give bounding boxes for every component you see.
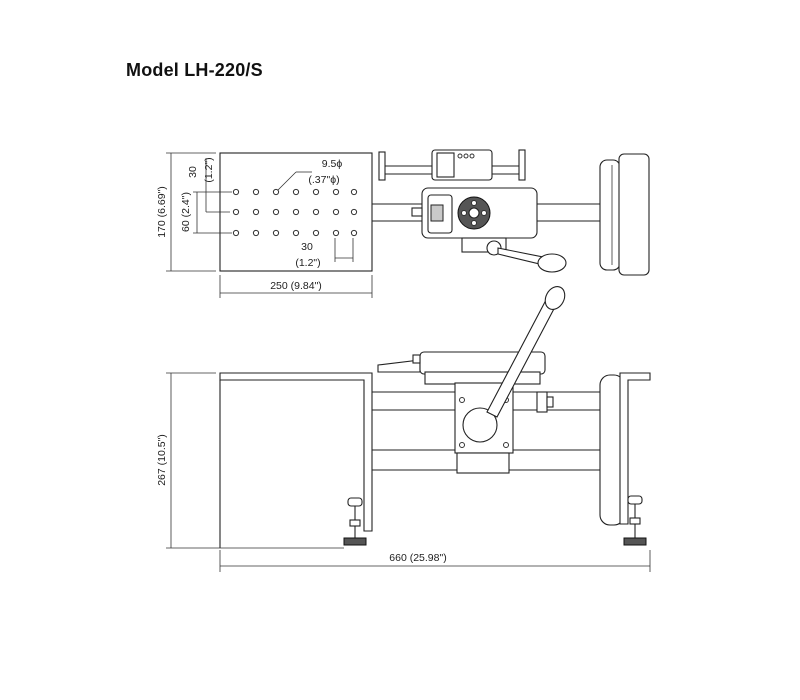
slider-screw (503, 442, 509, 448)
mounting-hole (272, 229, 280, 237)
mounting-hole (252, 208, 260, 216)
guide-end-right (518, 149, 526, 181)
end-stop-housing (618, 153, 650, 276)
guide-end-left (378, 151, 386, 181)
mounting-hole-pattern (232, 188, 358, 237)
mounting-hole (272, 208, 280, 216)
gauge-display (430, 204, 444, 222)
dim-plate-depth: 170 (6.69") (156, 186, 168, 238)
clamp-pad (623, 537, 647, 546)
mounting-hole (350, 188, 358, 196)
mounting-hole (232, 188, 240, 196)
clamp-pad (343, 537, 367, 546)
clamp-knob (347, 497, 363, 507)
gauge-probe (411, 207, 423, 217)
clamp-left (343, 497, 367, 546)
side-gauge-probe (412, 354, 421, 364)
dim-pitch-h-in: (1.2") (295, 257, 320, 269)
clamp-nut (349, 519, 361, 527)
side-bracket (219, 372, 373, 532)
hole-leader (277, 171, 297, 191)
clamp-nut (629, 517, 641, 525)
top-view: 250 (9.84") 170 (6.69") 60 (2.4") 30 (1.… (156, 149, 650, 298)
lever-knob-top (537, 253, 567, 273)
dim-pitch-v-in: (1.2") (203, 157, 215, 182)
model-title: Model LH-220/S (126, 60, 263, 80)
mounting-hole (350, 208, 358, 216)
gauge-dial-center (468, 207, 480, 219)
mounting-hole (232, 229, 240, 237)
slider-screw (459, 397, 465, 403)
side-view: 267 (10.5") 660 (25.98") (156, 286, 651, 572)
slider-screw (459, 442, 465, 448)
dim-hole-dia-mm: 9.5ϕ (322, 158, 343, 170)
mounting-hole (292, 188, 300, 196)
dim-row-span: 60 (2.4") (180, 192, 192, 232)
dim-length: 660 (25.98") (389, 552, 446, 564)
mounting-hole (332, 208, 340, 216)
gauge-display-top (436, 152, 455, 178)
dim-plate-width: 250 (9.84") (270, 280, 322, 292)
slider-lower (456, 452, 510, 474)
mounting-hole (292, 208, 300, 216)
gauge-button (457, 153, 463, 159)
mounting-hole (312, 208, 320, 216)
end-stop-outer (599, 159, 621, 271)
mounting-hole (332, 229, 340, 237)
side-collar-cap (546, 396, 554, 408)
dim-pitch-h-mm: 30 (301, 241, 313, 253)
dim-hole-dia-in: (.37"ϕ) (308, 174, 339, 186)
dial-key (461, 210, 467, 216)
mounting-hole (312, 188, 320, 196)
side-end-bracket (619, 372, 651, 525)
mounting-hole (252, 188, 260, 196)
mounting-hole (252, 229, 260, 237)
mounting-hole (332, 188, 340, 196)
side-collar (536, 391, 548, 413)
slider-bore (462, 407, 498, 443)
mounting-hole (312, 229, 320, 237)
dial-key (471, 220, 477, 226)
clamp-knob (627, 495, 643, 505)
clamp-right (623, 495, 647, 546)
mounting-hole (232, 208, 240, 216)
gauge-button (469, 153, 475, 159)
side-gauge-base (424, 371, 541, 385)
lever-knob-side (544, 286, 566, 310)
mounting-hole (292, 229, 300, 237)
dial-key (471, 200, 477, 206)
mounting-hole (272, 188, 280, 196)
gauge-button (463, 153, 469, 159)
dial-key (481, 210, 487, 216)
mounting-hole (350, 229, 358, 237)
dim-pitch-v-mm: 30 (187, 166, 199, 178)
dim-height: 267 (10.5") (156, 434, 168, 486)
